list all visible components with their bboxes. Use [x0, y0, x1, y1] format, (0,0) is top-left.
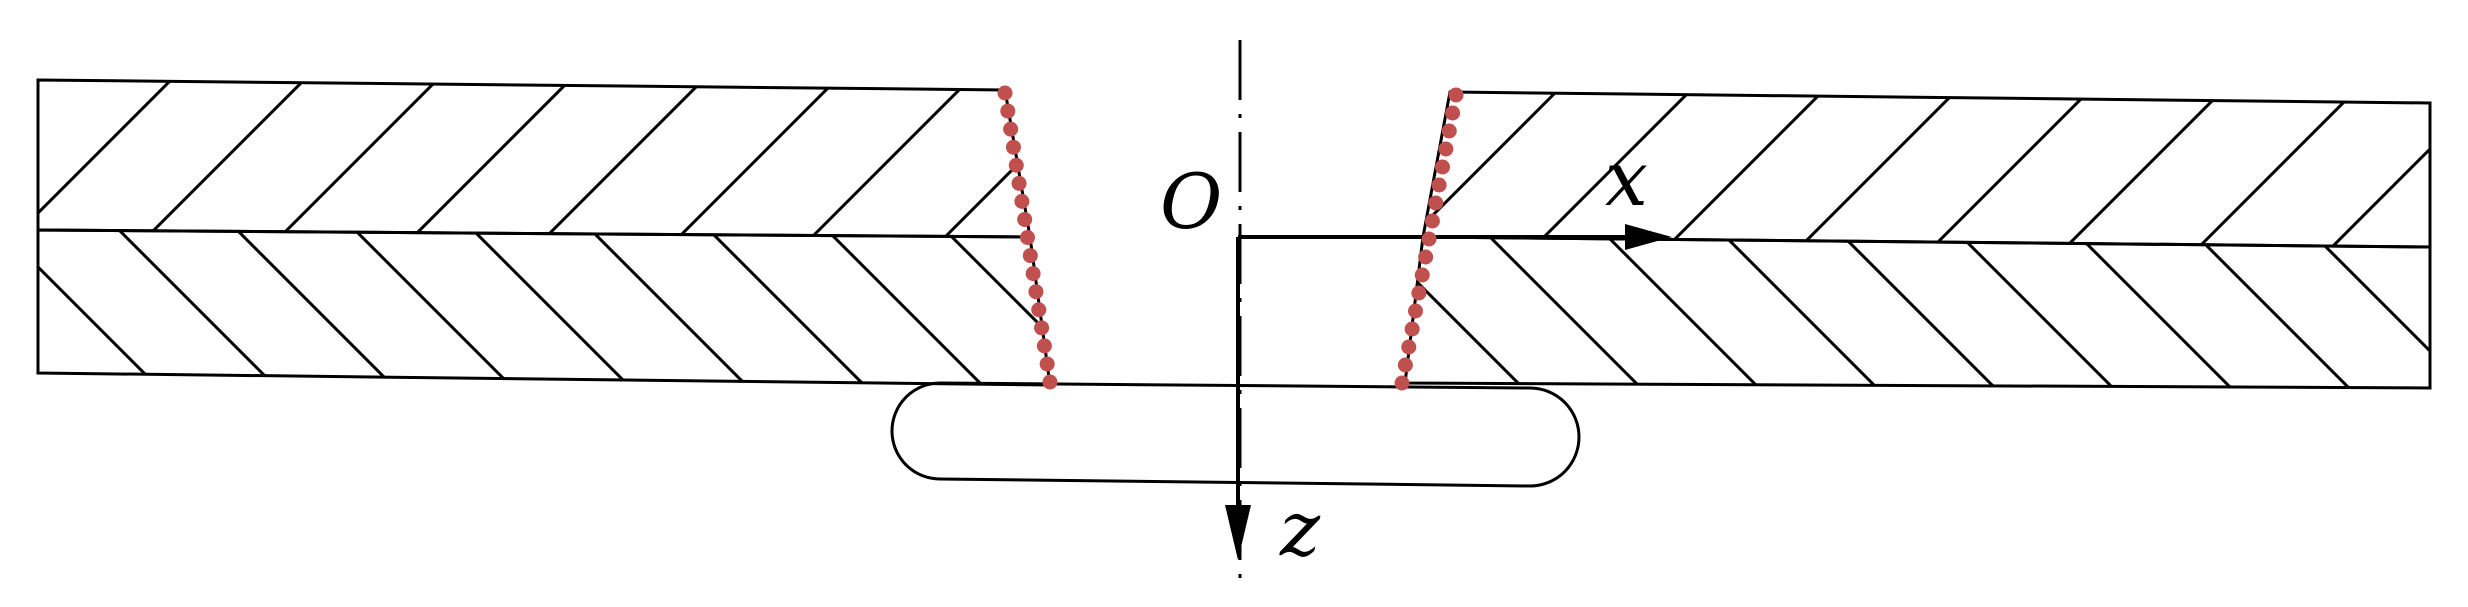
- hatch-line: [353, 230, 512, 385]
- boundary-point: [997, 85, 1013, 101]
- hatch-line: [589, 230, 748, 385]
- x-axis-label: x: [1605, 134, 1648, 223]
- hatch-line: [411, 80, 572, 237]
- boundary-point: [1025, 266, 1041, 282]
- hatch-line: [1842, 237, 1997, 388]
- boundary-point: [1441, 123, 1457, 139]
- boundary-point: [1042, 374, 1058, 390]
- hatch-line: [38, 80, 40, 237]
- hatch-line: [1931, 92, 2090, 247]
- boundary-point: [1000, 103, 1016, 119]
- boundary-point: [1031, 302, 1047, 318]
- hatch-line: [825, 230, 984, 385]
- upper-left-plate-hatching: [38, 80, 1030, 237]
- upper-left-plate: [36, 78, 1032, 239]
- boundary-point: [1003, 121, 1019, 137]
- hatch-line: [1488, 237, 1643, 388]
- x-axis-arrowhead: [1625, 224, 1672, 250]
- hatch-line: [1606, 237, 1761, 388]
- boundary-point: [1028, 284, 1044, 300]
- boundary-point: [1404, 321, 1420, 337]
- hatch-line: [117, 230, 276, 385]
- hatch-line: [2196, 237, 2351, 388]
- hatch-line: [2434, 237, 2468, 388]
- hatch-line: [1665, 92, 1824, 247]
- hatch-line: [38, 230, 158, 385]
- lower-right-plate-hatching: [1405, 237, 2468, 388]
- boundary-point: [1020, 230, 1035, 245]
- hatch-line: [1532, 92, 1691, 247]
- boundary-point: [1005, 139, 1021, 155]
- boundary-point: [1008, 157, 1024, 173]
- hatch-line: [2064, 92, 2223, 247]
- boundary-point: [1394, 375, 1410, 391]
- hatch-line: [707, 230, 866, 385]
- boundary-point: [1435, 159, 1450, 175]
- weld-root-bead: [890, 381, 1581, 488]
- hatch-line: [677, 80, 838, 237]
- boundary-point: [1401, 339, 1417, 355]
- hatch-line: [1724, 237, 1879, 388]
- boundary-point: [1448, 87, 1464, 103]
- hatch-line: [544, 80, 705, 237]
- boundary-point: [1421, 231, 1437, 247]
- hatch-line: [2330, 92, 2430, 247]
- boundary-point: [1011, 175, 1027, 191]
- boundary-point: [1017, 211, 1033, 227]
- hatch-line: [235, 230, 394, 385]
- z-axis-arrowhead: [1225, 505, 1251, 560]
- hatch-line: [145, 80, 306, 237]
- boundary-point: [1036, 338, 1052, 354]
- boundary-point: [1445, 105, 1461, 121]
- left-fusion-boundary-points: [997, 85, 1058, 390]
- boundary-point: [1424, 213, 1440, 229]
- hatch-line: [1181, 230, 1336, 385]
- hatch-line: [943, 230, 1050, 385]
- upper-right-plate: [1421, 90, 2432, 249]
- boundary-point: [1034, 320, 1050, 336]
- hatch-line: [1798, 92, 1957, 247]
- hatch-line: [471, 230, 630, 385]
- hatch-line: [38, 80, 173, 237]
- hatch-line: [1423, 92, 1425, 247]
- boundary-point: [1418, 249, 1434, 265]
- hatch-line: [2197, 92, 2356, 247]
- boundary-point: [1431, 177, 1447, 193]
- origin-label: O: [1160, 157, 1222, 246]
- hatch-line: [2078, 237, 2233, 388]
- z-axis-label: z: [1279, 484, 1321, 573]
- boundary-point: [1411, 285, 1427, 301]
- boundary-point: [1039, 356, 1055, 372]
- boundary-point: [1014, 193, 1030, 209]
- hatch-line: [810, 80, 971, 237]
- right-fusion-boundary-points: [1394, 87, 1464, 391]
- hatch-line: [1960, 237, 2115, 388]
- hatch-line: [2314, 237, 2430, 388]
- upper-right-plate-hatching: [1423, 92, 2430, 247]
- boundary-point: [1438, 141, 1454, 157]
- lower-left-plate-hatching: [38, 230, 1336, 385]
- hatch-line: [1063, 230, 1218, 385]
- hatch-line: [1405, 237, 1407, 388]
- boundary-point: [1408, 303, 1423, 319]
- hatch-line: [278, 80, 439, 237]
- plate-outlines: [36, 78, 2432, 390]
- boundary-point: [1414, 267, 1430, 283]
- hatch-line: [38, 230, 40, 385]
- lower-left-plate: [36, 228, 1052, 387]
- hatch-line: [1405, 237, 1525, 388]
- boundary-point: [1022, 248, 1038, 264]
- boundary-point: [1428, 195, 1444, 211]
- boundary-point: [1397, 357, 1413, 373]
